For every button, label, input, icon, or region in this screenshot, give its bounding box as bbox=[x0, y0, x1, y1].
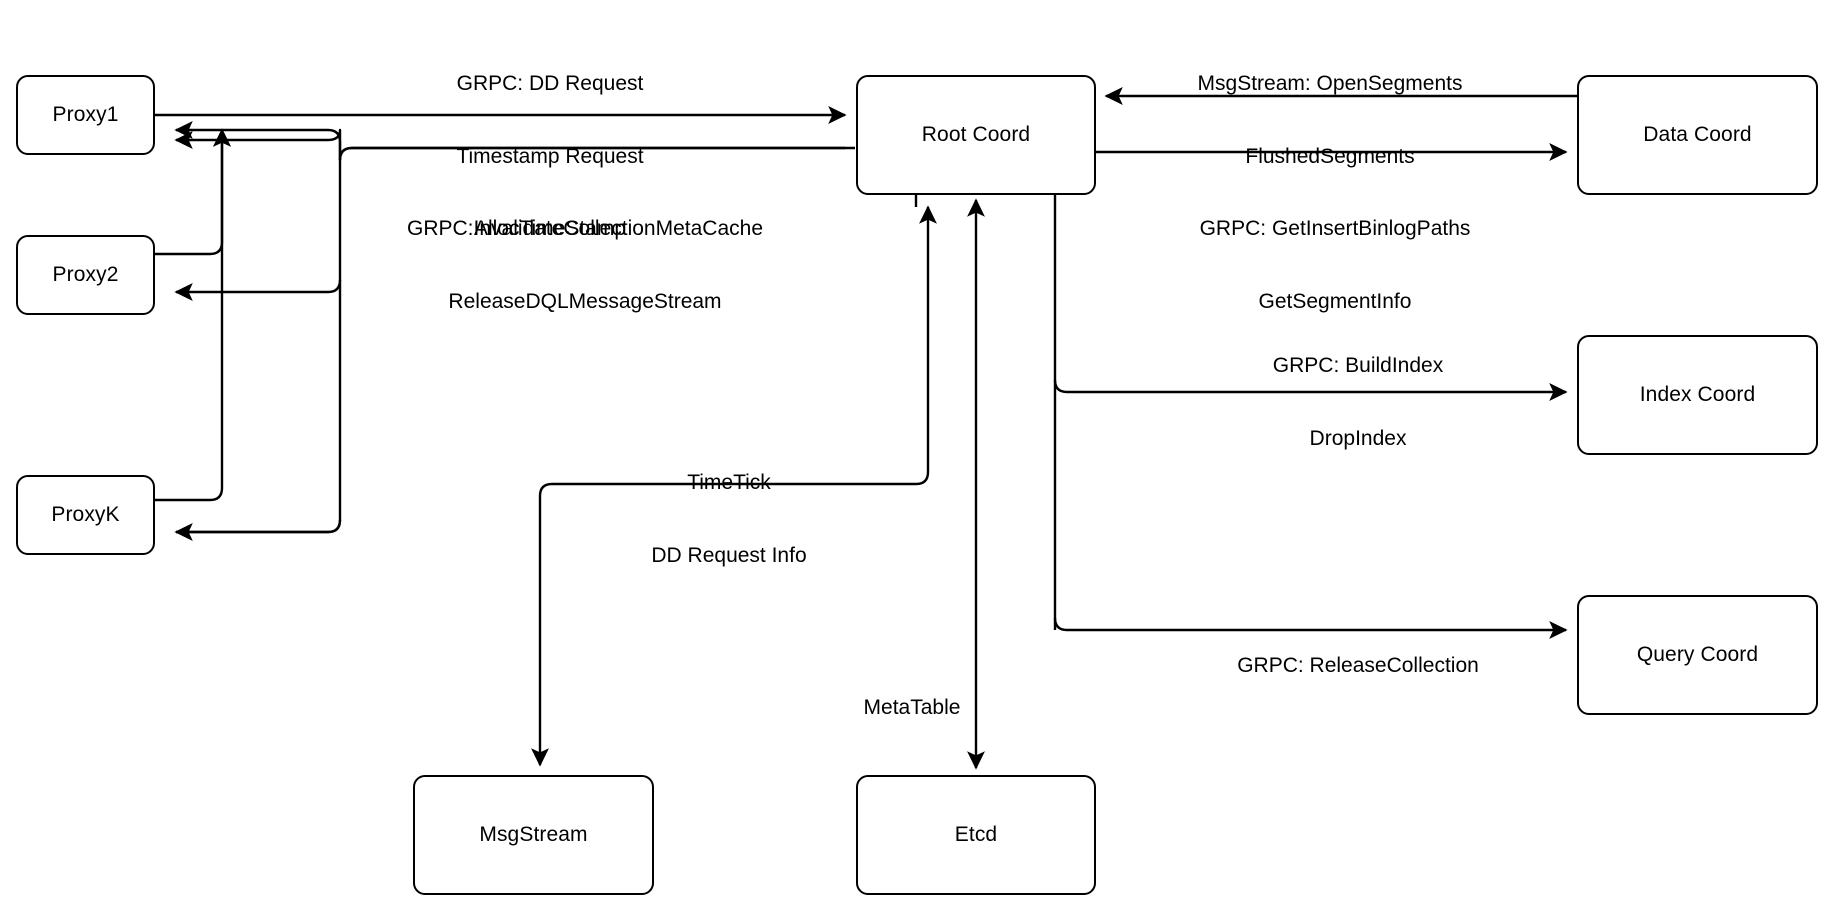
edge-label-root-to-proxy-line2: ReleaseDQLMessageStream bbox=[448, 289, 722, 313]
edge-label-root-to-querycoord: GRPC: ReleaseCollection bbox=[1237, 606, 1479, 727]
edge-label-datacoord-to-root-line1: MsgStream: OpenSegments bbox=[1197, 72, 1463, 96]
edge-label-root-to-etcd-line1: MetaTable bbox=[863, 696, 961, 720]
edge-label-root-to-datacoord-line1: GRPC: GetInsertBinlogPaths bbox=[1199, 217, 1471, 241]
edge-label-datacoord-to-root: MsgStream: OpenSegments FlushedSegments bbox=[1198, 24, 1463, 217]
node-msgstream-label: MsgStream bbox=[479, 822, 588, 846]
node-proxy1-label: Proxy1 bbox=[52, 102, 119, 126]
edge-label-root-to-indexcoord-line1: GRPC: BuildIndex bbox=[1272, 354, 1444, 378]
connector-trunk-to-proxyk bbox=[174, 519, 342, 541]
node-proxy2-label: Proxy2 bbox=[52, 262, 119, 286]
node-index-coord[interactable]: Index Coord bbox=[1577, 335, 1818, 455]
connector-proxy2-to-rootcoord bbox=[155, 128, 231, 256]
edge-label-root-to-datacoord-line2: GetSegmentInfo bbox=[1258, 289, 1412, 313]
edge-label-root-to-proxy-line1: GRPC:InvalidateCollectionMetaCache bbox=[406, 217, 764, 241]
connector-trunk-to-proxy1 bbox=[174, 121, 342, 160]
edge-label-root-to-etcd: MetaTable bbox=[864, 648, 961, 769]
node-proxy1[interactable]: Proxy1 bbox=[16, 75, 155, 155]
edge-label-root-to-msgstream-line1: TimeTick bbox=[687, 471, 771, 495]
edge-label-datacoord-to-root-line2: FlushedSegments bbox=[1245, 144, 1415, 168]
edge-label-root-to-querycoord-line1: GRPC: ReleaseCollection bbox=[1237, 654, 1479, 678]
edge-label-root-to-proxy: GRPC:InvalidateCollectionMetaCache Relea… bbox=[407, 169, 763, 362]
node-query-coord-label: Query Coord bbox=[1636, 642, 1759, 666]
node-proxy2[interactable]: Proxy2 bbox=[16, 235, 155, 315]
node-msgstream[interactable]: MsgStream bbox=[413, 775, 654, 895]
edge-label-root-to-datacoord: GRPC: GetInsertBinlogPaths GetSegmentInf… bbox=[1200, 169, 1471, 362]
node-index-coord-label: Index Coord bbox=[1639, 382, 1756, 406]
node-root-coord-label: Root Coord bbox=[921, 122, 1031, 146]
node-data-coord-label: Data Coord bbox=[1643, 122, 1752, 146]
edge-label-root-to-indexcoord-line2: DropIndex bbox=[1309, 426, 1407, 450]
node-root-coord[interactable]: Root Coord bbox=[856, 75, 1096, 195]
edge-label-root-to-msgstream: TimeTick DD Request Info bbox=[651, 423, 806, 616]
edge-label-proxy-to-root-line1: GRPC: DD Request bbox=[456, 72, 644, 96]
node-proxyk-label: ProxyK bbox=[51, 502, 120, 526]
connector-proxyk-to-rootcoord bbox=[155, 128, 231, 502]
edge-label-root-to-msgstream-line2: DD Request Info bbox=[651, 543, 807, 567]
connector-trunk-to-proxy2 bbox=[174, 279, 342, 301]
node-data-coord[interactable]: Data Coord bbox=[1577, 75, 1818, 195]
edge-label-proxy-to-root-line2: Timestamp Request bbox=[456, 144, 644, 168]
node-etcd[interactable]: Etcd bbox=[856, 775, 1096, 895]
node-proxyk[interactable]: ProxyK bbox=[16, 475, 155, 555]
node-query-coord[interactable]: Query Coord bbox=[1577, 595, 1818, 715]
node-etcd-label: Etcd bbox=[954, 822, 998, 846]
edge-label-root-to-indexcoord: GRPC: BuildIndex DropIndex bbox=[1273, 306, 1443, 499]
